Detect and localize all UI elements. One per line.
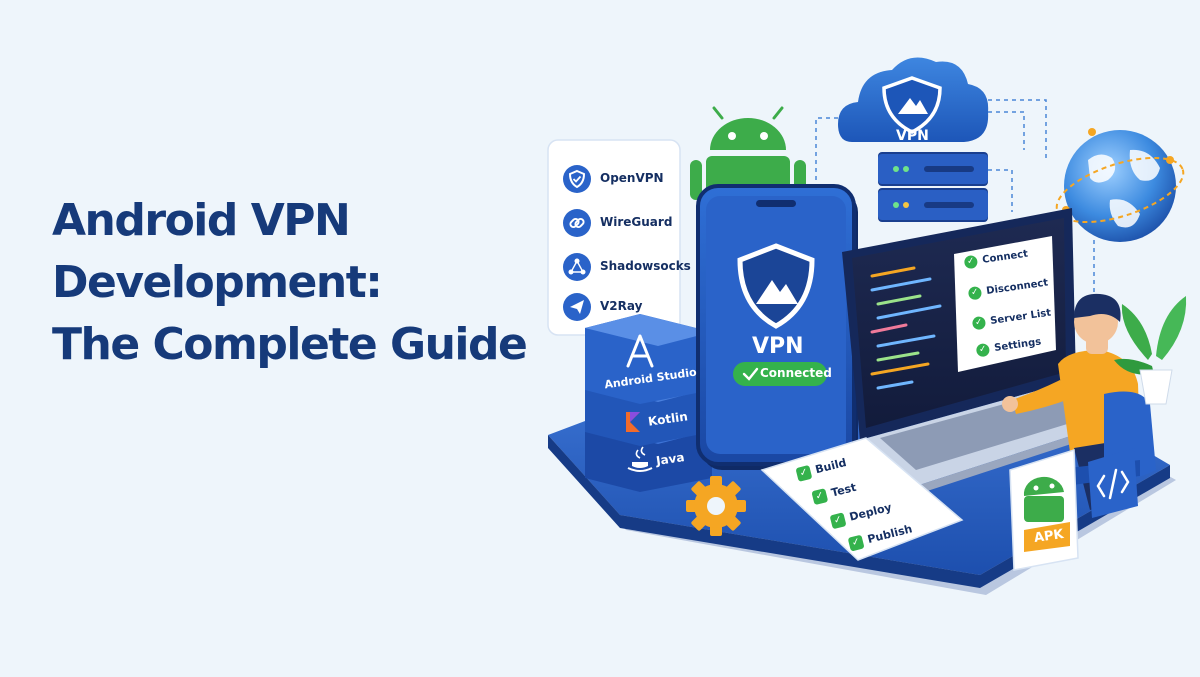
phone: [696, 184, 858, 470]
server-stack: [878, 152, 988, 222]
android-studio-icon: [626, 334, 654, 368]
tool-stack: [585, 314, 712, 492]
check-icon: ✓: [811, 487, 829, 505]
menu-item-server-list: ✓ Server List: [971, 303, 1052, 333]
check-icon: ✓: [847, 534, 865, 552]
phone-title: VPN: [752, 334, 804, 359]
check-icon: [742, 367, 759, 381]
checklist-label: Build: [813, 456, 848, 477]
laptop-menu: ✓ Connect ✓ Disconnect ✓ Server List ✓ S…: [960, 240, 1060, 370]
protocol-item-v2ray: V2Ray: [548, 290, 680, 324]
menu-item-connect: ✓ Connect: [963, 244, 1029, 272]
send-icon: [563, 293, 591, 321]
protocol-item-wireguard: WireGuard: [548, 206, 680, 240]
headline-line-1: Android VPN: [52, 195, 351, 246]
check-icon: ✓: [971, 315, 987, 331]
link-icon: [563, 209, 591, 237]
network-connectors: [815, 99, 1095, 300]
check-icon: ✓: [975, 342, 991, 358]
protocol-list: OpenVPN WireGuard Shadowsocks: [548, 140, 691, 335]
headline: Android VPN Development: The Complete Gu…: [52, 190, 572, 376]
checklist-label: Publish: [866, 522, 914, 546]
menu-label: Settings: [993, 336, 1042, 354]
protocol-label: WireGuard: [600, 215, 673, 229]
menu-label: Connect: [981, 248, 1029, 266]
java-icon: [627, 446, 653, 472]
kotlin-icon: [626, 412, 640, 432]
headline-line-3: The Complete Guide: [52, 319, 528, 370]
checklist-label: Deploy: [848, 500, 893, 524]
apk-card: [1009, 448, 1079, 571]
shield-check-icon: [563, 165, 591, 193]
protocol-item-openvpn: OpenVPN: [548, 162, 680, 196]
menu-label: Disconnect: [985, 277, 1049, 298]
protocol-item-shadowsocks: Shadowsocks: [548, 250, 691, 284]
menu-item-settings: ✓ Settings: [975, 332, 1042, 360]
code-lines: [870, 266, 942, 390]
menu-label: Server List: [989, 307, 1052, 327]
connection-status: Connected: [760, 366, 832, 380]
globe-icon: [1055, 128, 1185, 242]
menu-item-disconnect: ✓ Disconnect: [967, 273, 1049, 303]
laptop: [842, 208, 1120, 496]
checklist-label: Test: [829, 480, 858, 500]
headline-line-2: Development:: [52, 257, 383, 308]
protocol-label: V2Ray: [600, 299, 643, 313]
checklist: ✓ Build ✓ Test ✓ Deploy ✓ Publish: [780, 448, 950, 558]
checklist-item-build: ✓ Build: [794, 452, 848, 483]
check-icon: ✓: [967, 285, 983, 301]
gear-icon: [686, 476, 746, 536]
cloud-label: VPN: [896, 128, 929, 144]
protocol-label: OpenVPN: [600, 171, 664, 185]
code-tag-icon: [1096, 468, 1130, 500]
plant: [1114, 296, 1187, 405]
vpn-shield-icon: [737, 243, 815, 329]
check-icon: ✓: [963, 254, 979, 270]
protocol-label: Shadowsocks: [600, 259, 691, 273]
vpn-cloud: [838, 57, 989, 142]
code-tag-card: [1088, 448, 1138, 518]
checklist-item-test: ✓ Test: [810, 477, 858, 506]
check-icon: ✓: [829, 511, 847, 529]
checklist-card: [760, 437, 964, 561]
check-icon: ✓: [795, 464, 813, 482]
network-icon: [563, 253, 591, 281]
apk-android-icon: [1023, 476, 1064, 522]
